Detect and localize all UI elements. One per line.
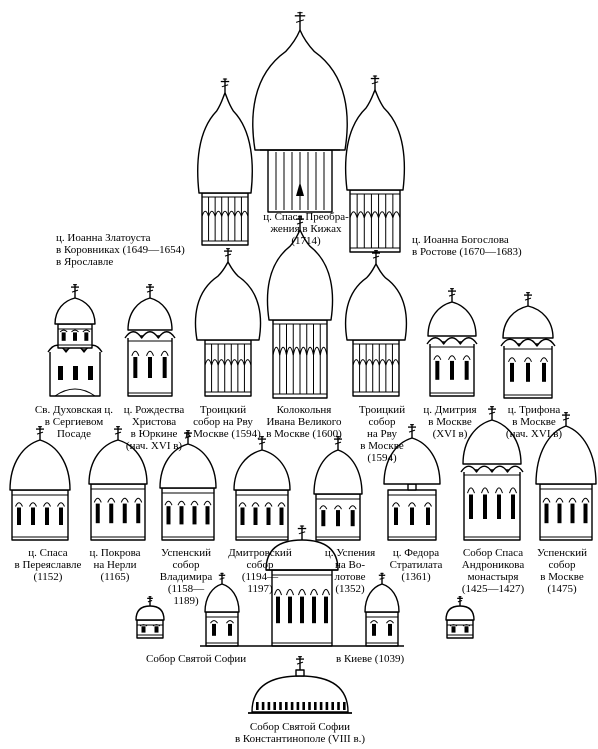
caption-fedor-stratilat: ц. Федора Стратилата (1361)	[389, 547, 443, 583]
dmitry-drawing	[426, 288, 478, 397]
uspenie-volotovo-drawing	[313, 436, 363, 541]
troitsky-rvu-2-drawing	[344, 250, 408, 397]
caption-sofia-constantinople: Собор Святой Софии в Константинополе (VI…	[234, 721, 366, 745]
caption-dmitry: ц. Дмитрия в Москве (XVI в)	[423, 404, 477, 440]
sofia-kiev-drawing	[135, 525, 475, 647]
caption-troitsky-rvu-2: Троицкий собор на Рву в Москве (1594)	[358, 404, 406, 464]
caption-uspensky-vladimir: Успенский собор Владимира (1158— 1189)	[159, 547, 213, 607]
caption-ivan-veliky: Колокольня Ивана Великого в Москве (1600…	[266, 404, 342, 440]
caption-pokrov-nerl: ц. Покрова на Нерли (1165)	[89, 547, 141, 583]
caption-spas-andronikov: Собор Спаса Андроникова монастыря (1425—…	[461, 547, 525, 595]
caption-uspenie-volotovo: ц. Успения на Во- лотове (1352)	[324, 547, 376, 595]
caption-spas-pereslavl: ц. Спаса в Переяславле (1152)	[14, 547, 82, 583]
caption-yaroslavl: ц. Иоанна Златоуста в Коровниках (1649—1…	[56, 232, 185, 268]
caption-troitsky-rvu-1: Троицкий собор на Рву в Москве (1594)	[185, 404, 261, 440]
caption-trifon: ц. Трифона в Москве (нач. XVI в)	[505, 404, 563, 440]
caption-yurkino: ц. Рождества Христова в Юркине (нач. XVI…	[123, 404, 185, 452]
yaroslavl-drawing	[197, 78, 253, 246]
spas-andronikov-drawing	[460, 406, 524, 541]
sergiev-drawing	[47, 284, 103, 397]
pokrov-nerl-drawing	[88, 426, 148, 541]
caption-sergiev: Св. Духовская ц. в Сергиевом Посаде	[34, 404, 114, 440]
caption-rostov: ц. Иоанна Богослова в Ростове (1670—1683…	[412, 234, 522, 258]
ivan-veliky-drawing	[266, 216, 334, 399]
uspensky-vladimir-drawing	[159, 430, 217, 541]
rostov-drawing	[344, 75, 406, 253]
caption-sofia-kiev-b: в Киеве (1039)	[336, 653, 405, 665]
spas-pereslavl-drawing	[9, 426, 71, 541]
yurkino-drawing	[124, 284, 176, 397]
fedor-stratilat-drawing	[383, 424, 441, 541]
caption-dmitrovsky: Дмитровский собор (1194— 1197)	[228, 547, 292, 595]
caption-sofia-kiev-a: Собор Святой Софии	[146, 653, 247, 665]
caption-kizhi: ц. Спаса Преобра- жения в Кижах (1714)	[263, 211, 349, 247]
dmitrovsky-drawing	[233, 436, 291, 541]
troitsky-rvu-1-drawing	[194, 248, 262, 397]
caption-uspensky-moscow: Успенский собор в Москве (1475)	[536, 547, 587, 595]
trifon-drawing	[500, 292, 556, 399]
kizhi-drawing	[252, 11, 348, 213]
uspensky-moscow-drawing	[535, 412, 597, 541]
sofia-constantinople-drawing	[248, 656, 352, 714]
